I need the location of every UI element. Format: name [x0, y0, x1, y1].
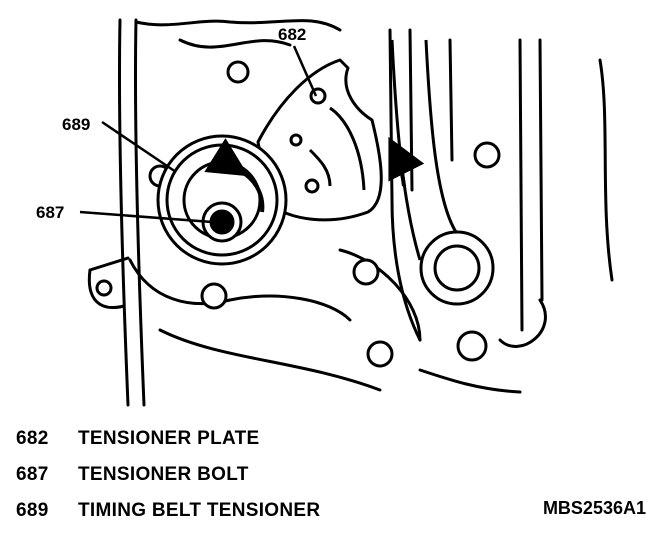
timing-belt — [390, 39, 458, 261]
rotation-arrow-icons — [204, 136, 425, 213]
parts-legend: 682 TENSIONER PLATE 687 TENSIONER BOLT 6… — [16, 422, 656, 530]
legend-number: 687 — [16, 464, 49, 485]
callout-689: 689 — [62, 115, 90, 134]
legend-item: 689 TIMING BELT TENSIONER — [16, 494, 656, 530]
engine-front-cover — [87, 18, 614, 407]
legend-text: TENSIONER PLATE — [78, 428, 260, 449]
tensioner-pulley — [156, 134, 288, 266]
legend-number: 689 — [16, 500, 49, 521]
legend-number: 682 — [16, 428, 49, 449]
legend-item: 687 TENSIONER BOLT — [16, 458, 656, 494]
engine-diagram: 682 689 687 — [36, 18, 614, 407]
leader-lines — [79, 45, 318, 224]
legend-text: TENSIONER BOLT — [78, 464, 249, 485]
callout-687: 687 — [36, 203, 64, 222]
camshaft-boss — [419, 230, 495, 306]
legend-text: TIMING BELT TENSIONER — [78, 500, 321, 521]
callout-682: 682 — [278, 25, 306, 44]
figure-code: MBS2536A1 — [542, 498, 646, 518]
legend-item: 682 TENSIONER PLATE — [16, 422, 656, 458]
